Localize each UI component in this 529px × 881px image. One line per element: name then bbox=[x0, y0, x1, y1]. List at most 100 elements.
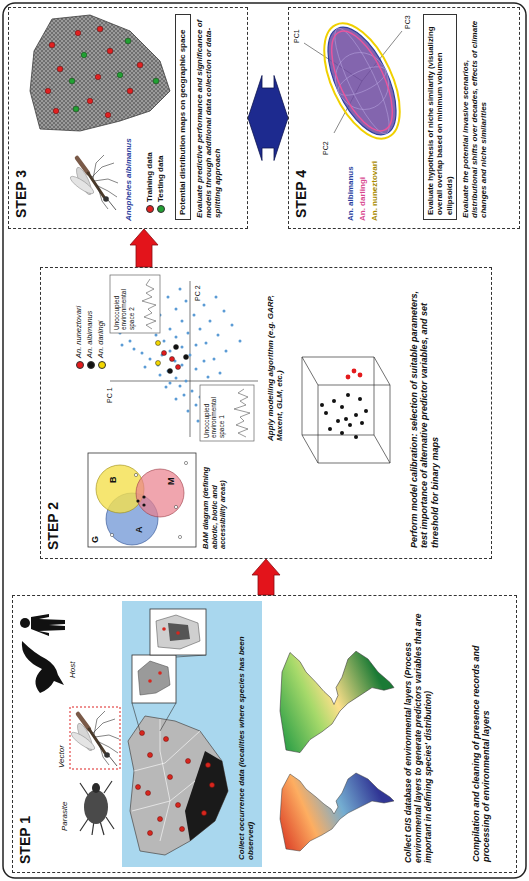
occurrence-panel: Collect occurrence data (localities wher… bbox=[123, 600, 263, 866]
calibration-cube bbox=[328, 427, 332, 431]
niche-ellipsoids bbox=[314, 17, 410, 144]
occurrence-map bbox=[202, 811, 207, 816]
pca-scatter bbox=[176, 365, 181, 370]
pca-scatter bbox=[156, 361, 161, 366]
calibration-cube bbox=[358, 373, 363, 378]
legend-text: Training data bbox=[145, 152, 154, 202]
inset-label: Unoccupied environmental space 2 bbox=[113, 278, 135, 330]
occurrence-map bbox=[186, 759, 191, 764]
distribution-map bbox=[107, 48, 113, 54]
pca-scatter bbox=[184, 355, 189, 360]
calibration-cube bbox=[302, 357, 390, 463]
icon-label: Host bbox=[68, 662, 77, 678]
occurrence-map bbox=[156, 615, 200, 649]
calibration-cube bbox=[336, 419, 340, 423]
step-summary: Evaluate the potential invasive scenario… bbox=[461, 16, 489, 218]
occurrence-map bbox=[148, 831, 153, 836]
distribution-map bbox=[81, 52, 87, 58]
distribution-map bbox=[97, 26, 103, 32]
venn-letter: B bbox=[108, 477, 118, 484]
occurrence-map bbox=[168, 623, 190, 641]
distribution-map bbox=[105, 112, 111, 118]
box-text: Evaluate hypothesis of niche similarity … bbox=[426, 19, 454, 215]
step-panel: STEP 1Compilation and cleaning of presen… bbox=[12, 595, 517, 873]
human-silhouette bbox=[20, 614, 65, 636]
tick-icon bbox=[84, 790, 108, 824]
distribution-map bbox=[30, 15, 170, 131]
venn-letter: G bbox=[90, 536, 100, 543]
species-name: An. darlingi bbox=[358, 177, 367, 221]
human-silhouette bbox=[20, 618, 30, 628]
niche-ellipsoids bbox=[304, 12, 415, 150]
calibration-cube bbox=[332, 399, 336, 403]
bam-venn bbox=[142, 495, 145, 498]
step-summary: Perform model calibration: selection of … bbox=[409, 276, 440, 548]
occurrence-map bbox=[210, 783, 215, 788]
distribution-map bbox=[87, 98, 93, 104]
bam-venn bbox=[134, 473, 137, 476]
step-panel: STEP 4Evaluate the potential invasive sc… bbox=[288, 7, 520, 229]
bam-venn bbox=[142, 503, 145, 506]
environmental-layer-maps bbox=[280, 773, 394, 851]
bam-venn bbox=[136, 499, 139, 502]
distribution-map bbox=[125, 38, 131, 44]
outer-frame bbox=[3, 3, 526, 878]
calibration-cube bbox=[302, 357, 390, 463]
bam-venn bbox=[110, 461, 187, 538]
figure-caption: BAM diagram (defining abiotic, biotic an… bbox=[202, 451, 228, 549]
occurrence-map bbox=[146, 791, 151, 796]
calibration-cube bbox=[360, 421, 364, 425]
step-summary: Compilation and cleaning of presence rec… bbox=[471, 604, 492, 862]
axis-label: PC 2 bbox=[194, 285, 202, 301]
legend-swatch bbox=[87, 361, 95, 369]
distribution-map bbox=[137, 62, 143, 68]
distribution-map bbox=[153, 78, 159, 84]
tick-icon bbox=[80, 781, 114, 835]
species-name: An. nuneztovari bbox=[370, 161, 379, 221]
environmental-layer-maps bbox=[280, 651, 394, 851]
tick-icon bbox=[92, 783, 100, 793]
vector-box: Vector bbox=[57, 706, 121, 770]
occurrence-map bbox=[128, 716, 228, 855]
occurrence-map bbox=[128, 609, 228, 855]
calibration-cube bbox=[320, 403, 324, 407]
occurrence-map bbox=[162, 627, 166, 631]
legend-text: An. darlingi bbox=[96, 320, 105, 358]
pca-scatter bbox=[110, 275, 258, 441]
occurrence-map bbox=[132, 719, 200, 841]
distribution-map bbox=[95, 74, 101, 80]
pca-scatter bbox=[234, 389, 250, 437]
axis-label: PC1 bbox=[293, 29, 301, 43]
occurrence-map bbox=[148, 753, 153, 758]
pca-scatter bbox=[156, 341, 161, 346]
legend-swatch bbox=[76, 361, 84, 369]
occurrence-map bbox=[176, 803, 181, 808]
legend-text: An. albimanus bbox=[85, 310, 94, 358]
pca-scatter bbox=[156, 341, 189, 374]
legend-swatch bbox=[157, 205, 165, 213]
distribution-map bbox=[45, 88, 51, 94]
occurrence-map bbox=[148, 679, 152, 683]
calibration-cube bbox=[320, 393, 368, 439]
distribution-map bbox=[69, 38, 159, 112]
calibration-cube bbox=[346, 375, 351, 380]
niche-ellipsoids bbox=[309, 12, 416, 150]
calibration-cube bbox=[354, 413, 358, 417]
step-title: STEP 2 bbox=[45, 502, 61, 550]
pca-scatter bbox=[110, 275, 160, 333]
niche-ellipsoids bbox=[309, 12, 416, 150]
environmental-layer-maps bbox=[280, 651, 394, 752]
inset-label: Unoccupied environmental space 1 bbox=[203, 388, 225, 438]
tick-icon bbox=[80, 781, 114, 835]
result-box: Potential distribution maps on geographi… bbox=[175, 14, 191, 220]
result-box: Evaluate hypothesis of niche similarity … bbox=[423, 14, 457, 220]
calibration-cube bbox=[358, 397, 362, 401]
pca-scatter bbox=[142, 279, 156, 329]
vector-outline bbox=[69, 706, 121, 770]
bam-venn bbox=[88, 453, 196, 547]
calibration-cube bbox=[344, 417, 348, 421]
calibration-cube bbox=[352, 369, 357, 374]
pca-scatter bbox=[174, 345, 179, 350]
axis-label: PC2 bbox=[322, 141, 330, 155]
flow-arrow bbox=[252, 559, 280, 595]
